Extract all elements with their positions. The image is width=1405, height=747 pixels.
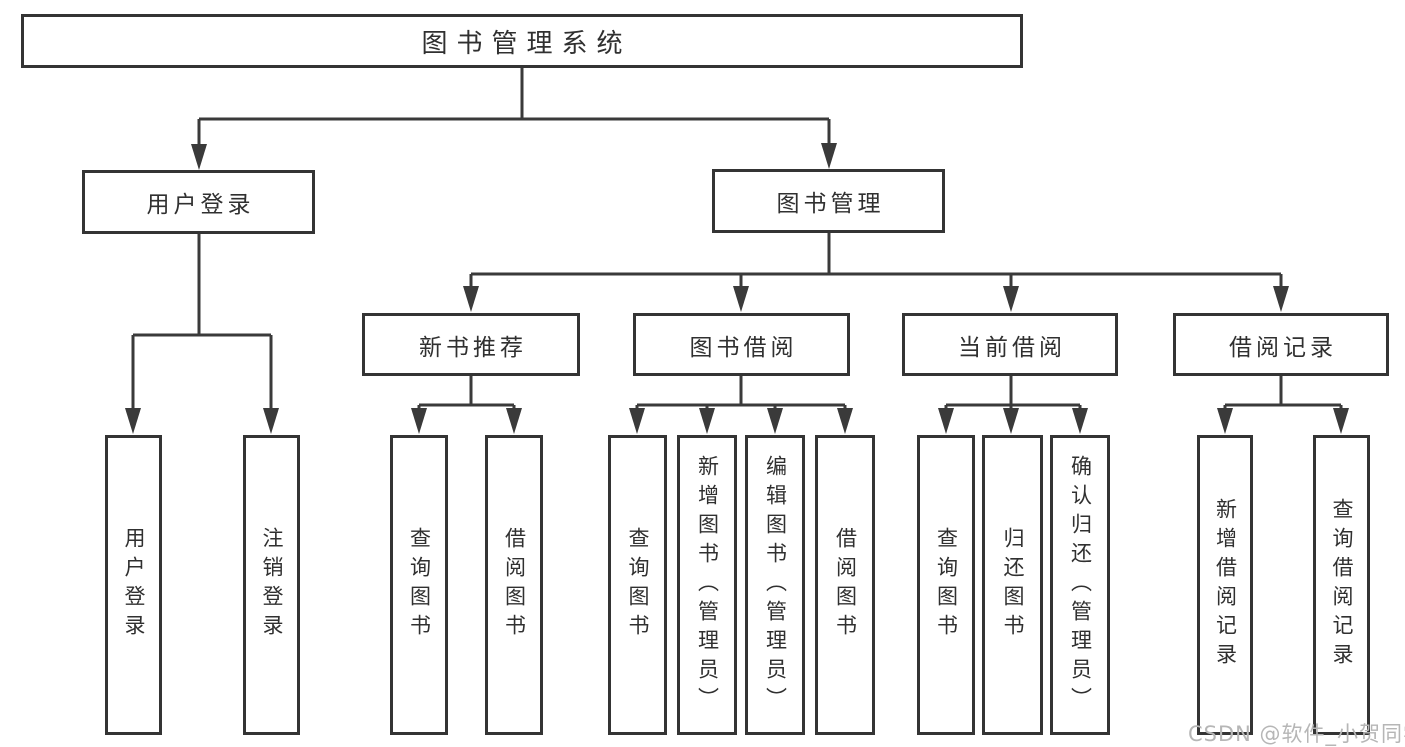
node-user-login: 用户登录 <box>82 170 315 234</box>
leaf-nbr-query-books: 查询图书 <box>390 435 448 735</box>
leaf-cb-query-books: 查询图书 <box>917 435 975 735</box>
edge-user-login-to-leaves <box>125 234 279 434</box>
node-root: 图书管理系统 <box>21 14 1023 68</box>
leaf-bb-borrow-books-label: 借阅图书 <box>833 527 858 643</box>
leaf-user-login-label: 用户登录 <box>122 527 146 643</box>
leaf-nbr-borrow-books: 借阅图书 <box>485 435 543 735</box>
edge-borrow-records-to-leaves <box>1217 376 1349 434</box>
edge-book-mgmt-to-level3 <box>463 233 1289 312</box>
edge-book-borrow-to-leaves <box>629 376 853 434</box>
leaf-bb-edit-books-admin-label: 编辑图书（管理员） <box>763 454 788 716</box>
node-root-label: 图书管理系统 <box>421 28 632 59</box>
leaf-nbr-query-books-label: 查询图书 <box>407 527 432 643</box>
leaf-bb-edit-books-admin: 编辑图书（管理员） <box>745 435 805 735</box>
leaf-bb-add-books-admin: 新增图书（管理员） <box>677 435 737 735</box>
node-borrow-records-label: 借阅记录 <box>1229 334 1337 361</box>
leaf-cb-return-books-label: 归还图书 <box>1001 527 1025 643</box>
leaf-bb-query-books-label: 查询图书 <box>626 527 650 643</box>
leaf-br-add-record-label: 新增借阅记录 <box>1213 498 1238 672</box>
leaf-bb-add-books-admin-label: 新增图书（管理员） <box>695 454 720 716</box>
leaf-cb-confirm-return-admin-label: 确认归还（管理员） <box>1068 454 1093 716</box>
node-book-management-label: 图书管理 <box>776 191 885 217</box>
leaf-cb-query-books-label: 查询图书 <box>934 527 959 643</box>
node-book-management: 图书管理 <box>712 169 945 233</box>
csdn-watermark: CSDN @软件_小贺同学 <box>1188 722 1405 746</box>
edge-current-borrow-to-leaves <box>938 376 1088 434</box>
leaf-bb-borrow-books: 借阅图书 <box>815 435 875 735</box>
leaf-br-query-record-label: 查询借阅记录 <box>1330 498 1354 672</box>
edge-new-book-to-leaves <box>411 376 522 434</box>
leaf-logout: 注销登录 <box>243 435 300 735</box>
node-borrow-records: 借阅记录 <box>1173 313 1389 376</box>
node-current-borrow-label: 当前借阅 <box>958 334 1066 361</box>
leaf-cb-confirm-return-admin: 确认归还（管理员） <box>1050 435 1110 735</box>
leaf-nbr-borrow-books-label: 借阅图书 <box>502 527 527 643</box>
leaf-br-add-record: 新增借阅记录 <box>1197 435 1253 735</box>
node-new-book-recommend-label: 新书推荐 <box>419 334 527 361</box>
node-user-login-label: 用户登录 <box>146 192 255 218</box>
leaf-br-query-record: 查询借阅记录 <box>1313 435 1370 735</box>
node-current-borrow: 当前借阅 <box>902 313 1118 376</box>
leaf-cb-return-books: 归还图书 <box>982 435 1043 735</box>
edge-root-to-level2 <box>191 67 837 170</box>
node-book-borrow-label: 图书借阅 <box>689 334 798 361</box>
leaf-bb-query-books: 查询图书 <box>608 435 667 735</box>
node-new-book-recommend: 新书推荐 <box>362 313 580 376</box>
leaf-user-login: 用户登录 <box>105 435 162 735</box>
leaf-logout-label: 注销登录 <box>260 527 284 643</box>
node-book-borrow: 图书借阅 <box>633 313 850 376</box>
